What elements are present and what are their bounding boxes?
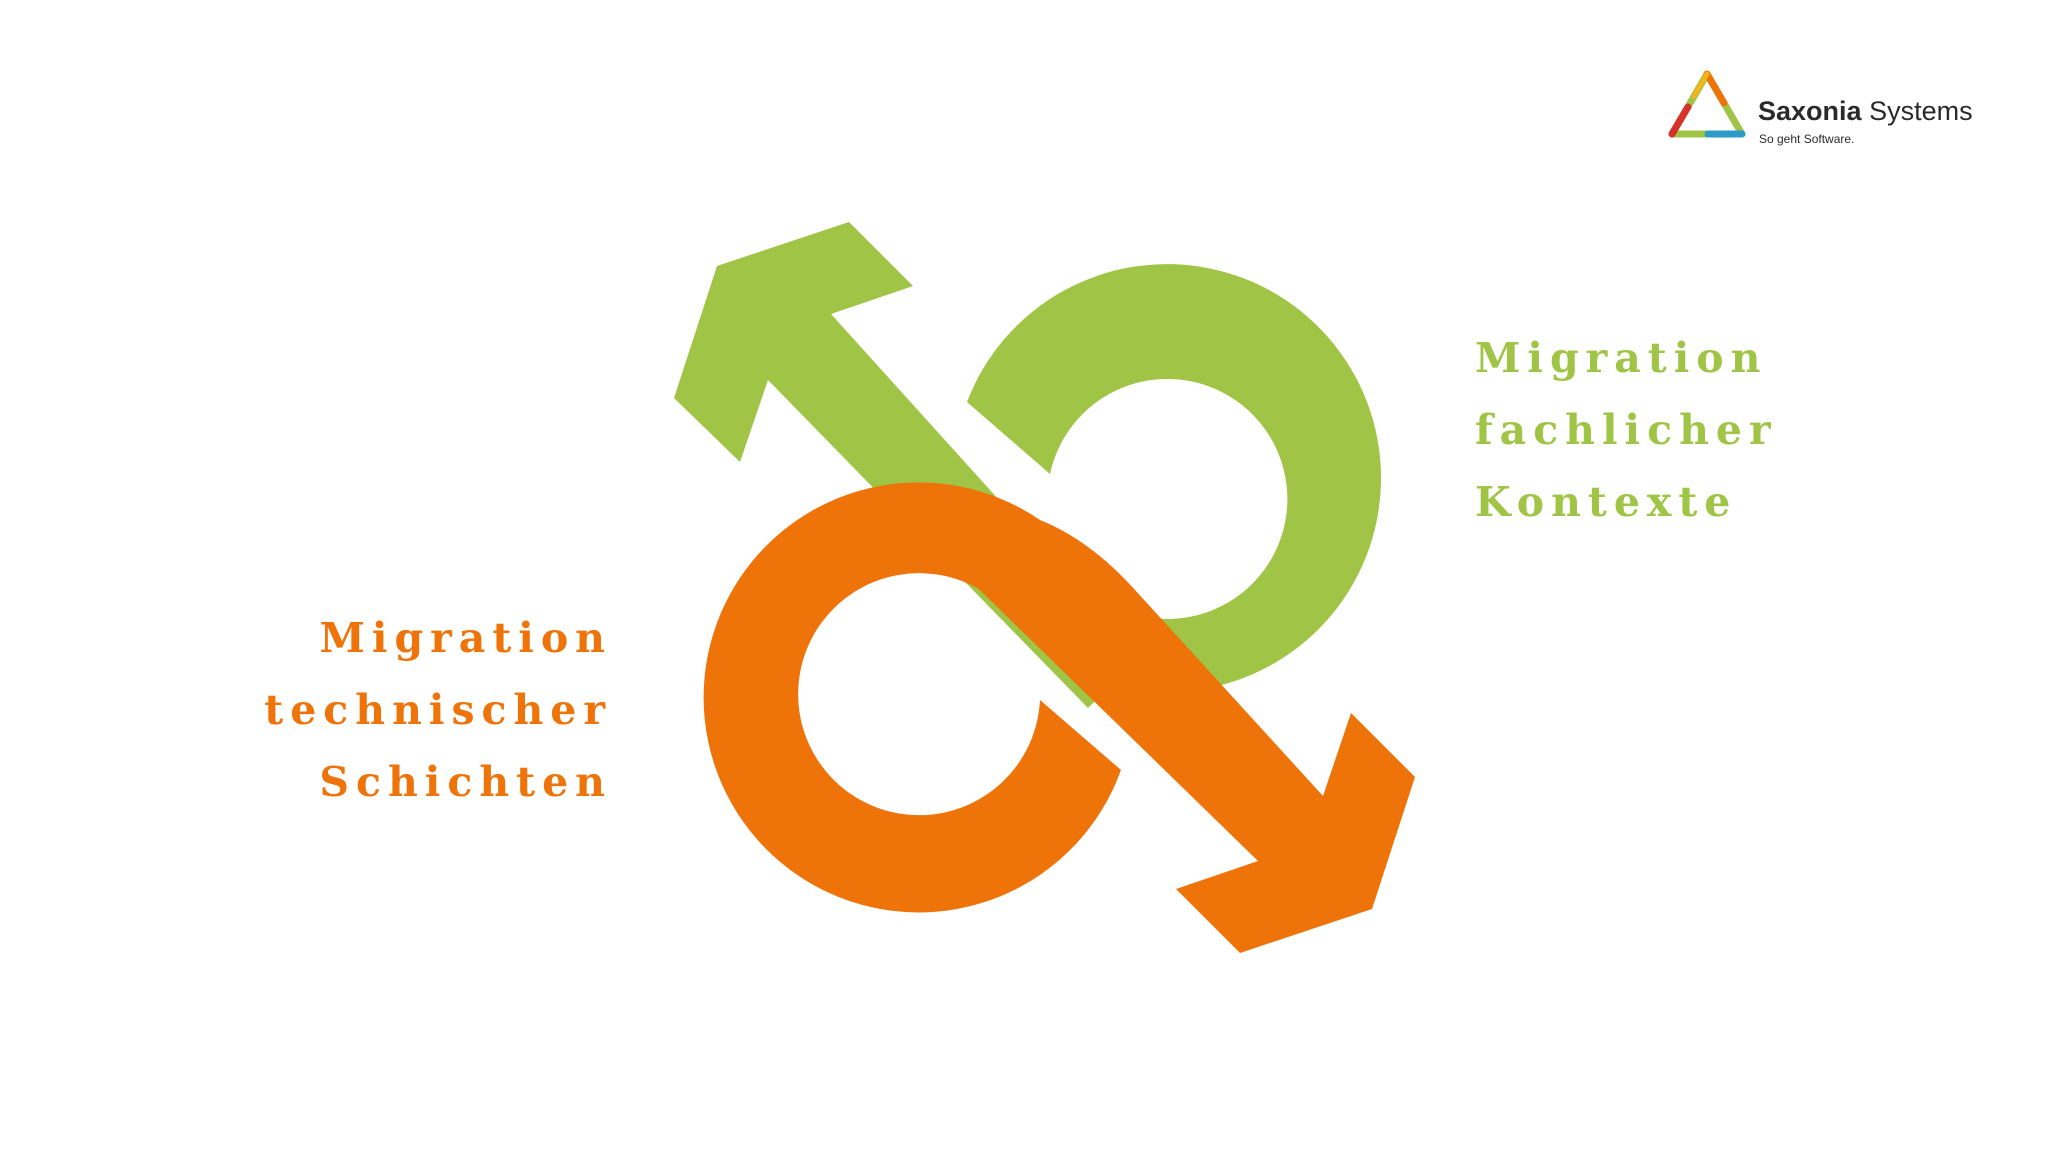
label-right-line-2: fachlicher	[1475, 406, 1778, 454]
logo-tagline: So geht Software.	[1759, 132, 1855, 146]
logo-name-bold: Saxonia	[1758, 96, 1862, 126]
logo-triangle-icon	[1668, 70, 1746, 138]
label-domain-contexts: Migration fachlicher Kontexte	[1475, 322, 1778, 538]
label-left-line-2: technischer	[264, 686, 612, 734]
saxonia-systems-logo: Saxonia Systems So geht Software.	[1668, 70, 1973, 150]
label-left-line-3: Schichten	[319, 758, 612, 806]
label-technical-layers: Migration technischer Schichten	[264, 602, 612, 818]
logo-name: Saxonia Systems	[1758, 96, 1973, 127]
orange-loop	[703, 482, 1121, 913]
orange-arrow	[975, 520, 1415, 953]
label-right-line-3: Kontexte	[1475, 478, 1738, 526]
label-left-line-1: Migration	[319, 614, 612, 662]
label-right-line-1: Migration	[1475, 334, 1768, 382]
logo-name-light: Systems	[1869, 96, 1973, 126]
green-loop	[967, 264, 1382, 690]
